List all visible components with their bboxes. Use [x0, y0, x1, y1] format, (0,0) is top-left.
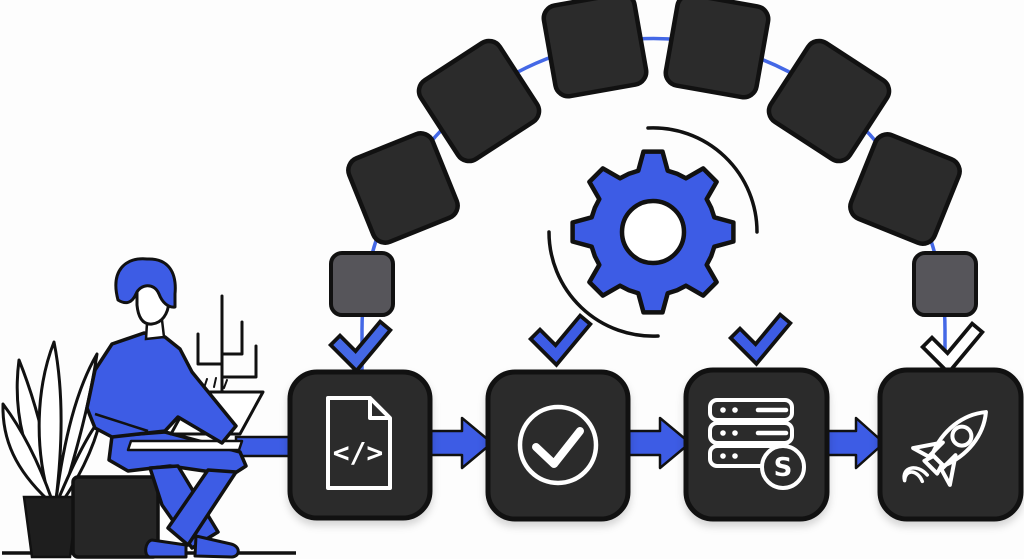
person-shin [166, 468, 238, 547]
code-glyph: </> [333, 436, 384, 469]
gear-icon [547, 126, 759, 338]
check-circle-icon [517, 404, 599, 486]
arc-segment-gray [912, 251, 978, 317]
gear-arc [547, 230, 660, 338]
server-stack-icon: S [708, 398, 806, 490]
person-torso [85, 331, 238, 445]
shoe-icon [193, 534, 240, 559]
arc-segment [541, 0, 649, 99]
arc-segment [346, 131, 460, 245]
status-check-icon-1 [327, 319, 393, 374]
server-badge-glyph: S [774, 453, 793, 483]
arrow-right-icon [428, 416, 494, 470]
person-hair [114, 257, 177, 309]
status-check-icon-4 [919, 321, 985, 376]
gear-hole [619, 198, 687, 266]
person-arm-fold-line [94, 412, 149, 433]
flow-arrows [428, 416, 886, 470]
rocket-icon [902, 410, 988, 487]
desk-connector [234, 435, 296, 458]
code-file-icon: </> [326, 396, 392, 490]
gear-arc [646, 126, 759, 234]
typing-lines [203, 377, 228, 389]
process-arc-segments [329, 0, 978, 317]
arc-segment [766, 38, 892, 164]
plant-pot [22, 495, 80, 559]
laptop-base [126, 439, 244, 452]
status-checks [327, 312, 985, 376]
status-check-icon-2 [527, 313, 593, 368]
arc-segment [663, 0, 771, 100]
arc-segment-gray [329, 251, 395, 317]
stage-box-rocket [877, 367, 1024, 522]
arrow-right-icon [626, 416, 692, 470]
status-check-icon-3 [727, 312, 793, 367]
potted-plant-icon [1, 340, 103, 559]
person-with-laptop-icon [85, 257, 265, 559]
stage-box-check [485, 369, 631, 522]
stage-box-code [287, 369, 433, 521]
plant-leaves [1, 340, 103, 504]
server-badge-circle [760, 444, 806, 490]
shoe-icon [144, 538, 188, 559]
stool-icon [71, 475, 160, 559]
arrow-right-icon [825, 416, 886, 470]
arc-segment [416, 38, 542, 164]
arc-segment [848, 132, 962, 246]
